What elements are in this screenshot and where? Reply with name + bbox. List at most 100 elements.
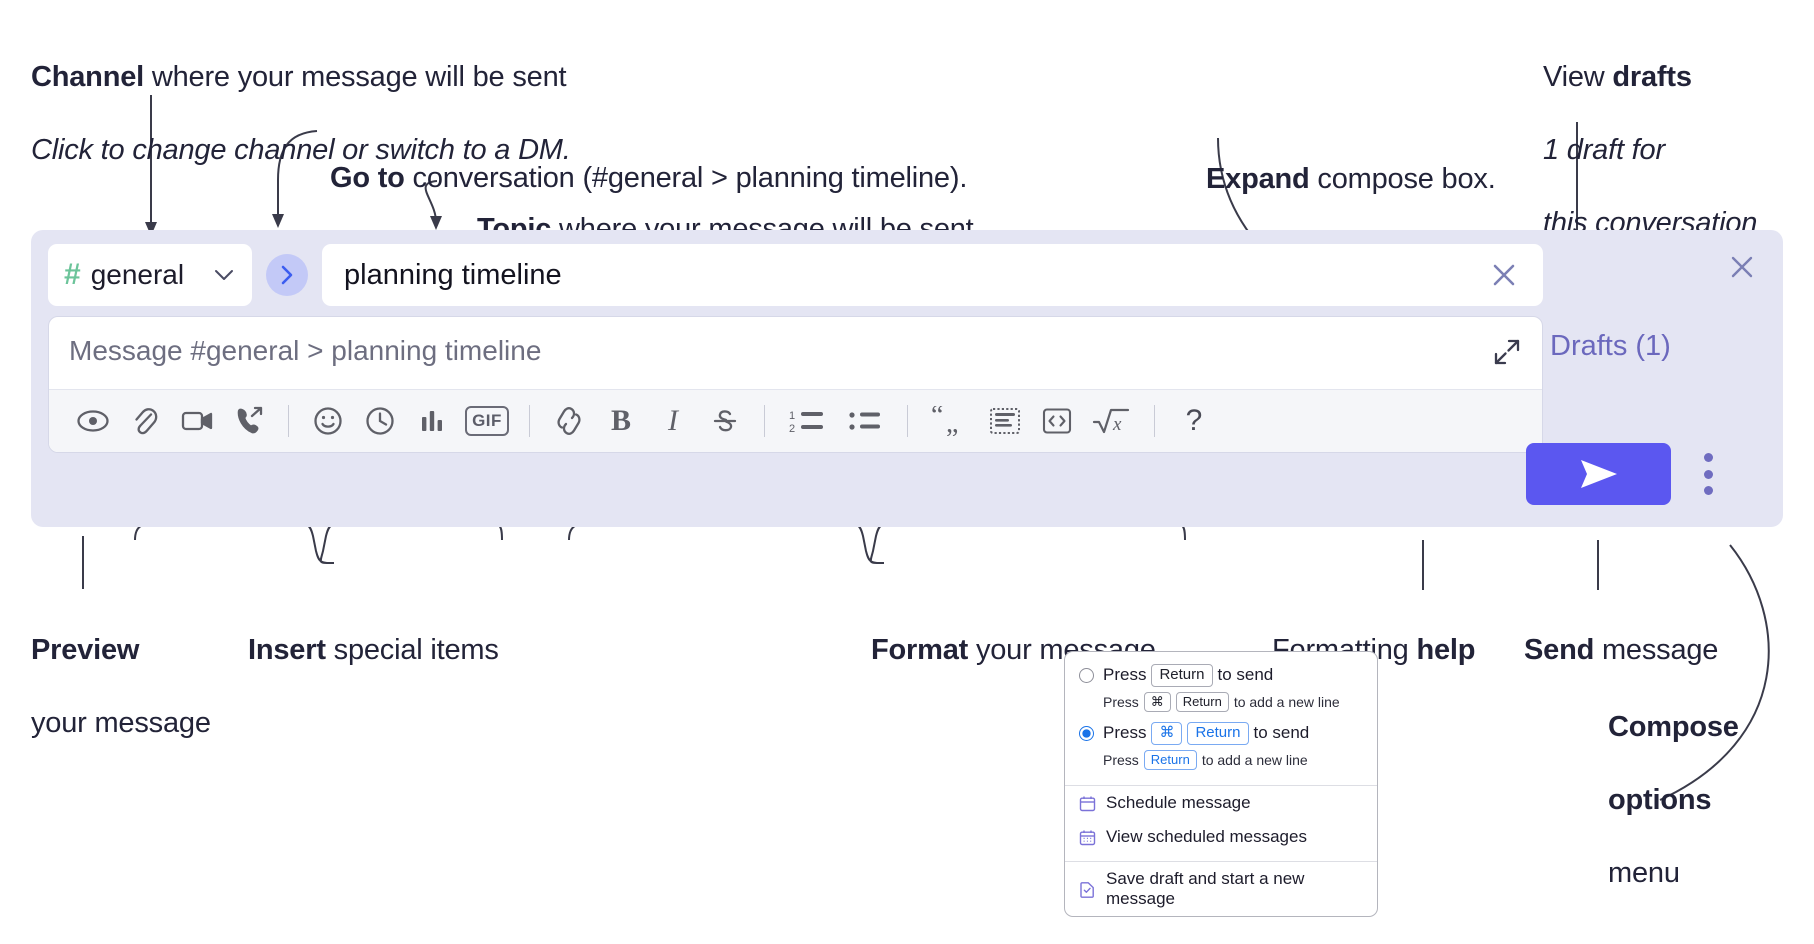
clear-topic-icon[interactable] (1487, 258, 1521, 292)
message-input-row[interactable]: Message #general > planning timeline (49, 317, 1542, 389)
annotation-preview-bold: Preview (31, 633, 140, 666)
opt1-press: Press (1103, 723, 1147, 743)
blockquote-icon[interactable]: “„ (921, 398, 979, 444)
annotation-goto-bold: Go to (330, 161, 405, 194)
go-to-conversation-button[interactable] (266, 254, 308, 296)
menu-item-view-scheduled[interactable]: View scheduled messages (1065, 820, 1377, 854)
channel-picker[interactable]: # general (48, 244, 252, 306)
compose-header-row: # general planning timeline (48, 244, 1543, 306)
opt0-sub-key-cmd: ⌘ (1143, 691, 1171, 712)
annotation-insert-rest: special items (325, 633, 499, 666)
annotation-expand: Expand compose box. (1206, 124, 1496, 197)
send-button[interactable] (1526, 443, 1671, 505)
link-icon[interactable] (543, 398, 595, 444)
bulleted-list-icon[interactable] (836, 398, 894, 444)
drafts-link[interactable]: Drafts (1) (1550, 330, 1671, 362)
send-option-cmd-return[interactable]: Press ⌘ Return to send (1065, 720, 1377, 745)
opt1-suffix: to send (1253, 723, 1310, 743)
math-icon[interactable]: x (1083, 398, 1141, 444)
opt1-key-return: Return (1187, 722, 1249, 745)
svg-text:x: x (1112, 414, 1122, 435)
opt0-key-return: Return (1151, 664, 1213, 687)
annotation-goto-rest: conversation (#general > planning timeli… (404, 161, 968, 194)
annotation-preview-rest: your message (31, 706, 211, 739)
menu-item-schedule-label: Schedule message (1106, 793, 1251, 812)
annotation-copts-l3: menu (1608, 856, 1680, 889)
message-input[interactable]: Message #general > planning timeline (69, 335, 542, 366)
menu-item-save-draft-label: Save draft and start a new message (1106, 869, 1305, 908)
menu-divider-2 (1065, 861, 1377, 862)
topic-value: planning timeline (344, 258, 562, 291)
gif-icon[interactable]: GIF (458, 398, 516, 444)
annotation-drafts-bold: drafts (1612, 60, 1692, 93)
emoji-icon[interactable] (302, 398, 354, 444)
compose-panel: # general planning timeline (31, 230, 1783, 527)
italic-icon[interactable]: I (647, 398, 699, 444)
message-box: Message #general > planning timeline (48, 316, 1543, 453)
annotation-compose-options: Compose options menu (1608, 672, 1739, 928)
kebab-dot-3 (1703, 486, 1713, 495)
annotation-send: Send message (1524, 595, 1718, 668)
annotation-insert-bold: Insert (248, 633, 326, 666)
svg-text:„: „ (946, 408, 958, 436)
send-option-return[interactable]: Press Return to send (1065, 662, 1377, 687)
expand-icon[interactable] (1492, 335, 1522, 372)
topic-field[interactable]: planning timeline (322, 244, 1543, 306)
annotation-drafts-sub1: 1 draft for (1543, 133, 1665, 166)
annotation-preview: Preview your message (31, 595, 211, 778)
radio-return[interactable] (1079, 667, 1094, 683)
separator-5 (1154, 405, 1155, 437)
audio-clip-icon[interactable] (223, 398, 275, 444)
annotation-copts-l1: Compose (1608, 710, 1739, 743)
code-block-icon[interactable] (979, 398, 1031, 444)
separator-2 (529, 405, 530, 437)
gif-label: GIF (465, 406, 509, 436)
annotation-channel: Channel where your message will be sent … (31, 22, 571, 205)
annotation-insert: Insert special items (248, 595, 499, 668)
inline-code-icon[interactable] (1031, 398, 1083, 444)
poll-bars-icon[interactable] (406, 398, 458, 444)
annotation-format-bold: Format (871, 633, 969, 666)
send-option-return-text: Press Return to send (1103, 664, 1273, 687)
menu-item-schedule-message[interactable]: Schedule message (1065, 786, 1377, 820)
menu-item-save-draft[interactable]: Save draft and start a new message (1065, 862, 1377, 916)
formatting-help-icon[interactable]: ? (1168, 398, 1220, 444)
annotation-send-bold: Send (1524, 633, 1595, 666)
compose-inner: # general planning timeline (48, 244, 1543, 453)
opt1-sub-key-return: Return (1143, 749, 1197, 770)
reminder-clock-icon[interactable] (354, 398, 406, 444)
separator-4 (907, 405, 908, 437)
annotation-fhelp-bold: help (1416, 633, 1476, 666)
annotation-goto: Go to conversation (#general > planning … (330, 123, 967, 196)
close-icon[interactable] (1727, 252, 1757, 287)
calendar-grid-icon (1079, 829, 1096, 846)
preview-icon[interactable] (67, 398, 119, 444)
chevron-down-icon (214, 266, 234, 284)
opt1-sub-suffix: to add a new line (1201, 751, 1308, 768)
video-clip-icon[interactable] (171, 398, 223, 444)
annotation-copts-l2: options (1608, 783, 1712, 816)
menu-divider-1 (1065, 785, 1377, 786)
bold-icon[interactable]: B (595, 398, 647, 444)
opt0-sub-suffix: to add a new line (1233, 693, 1340, 710)
opt0-sub-press: Press (1103, 693, 1139, 710)
opt1-sub-press: Press (1103, 751, 1139, 768)
strikethrough-icon[interactable] (699, 398, 751, 444)
send-option-return-sub: Press ⌘ Return to add a new line (1065, 687, 1377, 720)
attachment-icon[interactable] (119, 398, 171, 444)
svg-text:2: 2 (789, 423, 795, 435)
compose-options-menu: Press Return to send Press ⌘ Return to a… (1064, 651, 1378, 917)
opt1-key-cmd: ⌘ (1151, 722, 1183, 745)
hash-icon: # (64, 258, 81, 291)
kebab-dot-1 (1703, 453, 1713, 462)
send-option-cmd-return-text: Press ⌘ Return to send (1103, 722, 1309, 745)
separator-1 (288, 405, 289, 437)
annotation-expand-bold: Expand (1206, 162, 1310, 195)
opt0-sub-key-return: Return (1175, 691, 1229, 712)
radio-cmd-return[interactable] (1079, 725, 1094, 741)
annotation-drafts-plain: View (1543, 60, 1613, 93)
compose-options-kebab[interactable] (1696, 450, 1720, 498)
